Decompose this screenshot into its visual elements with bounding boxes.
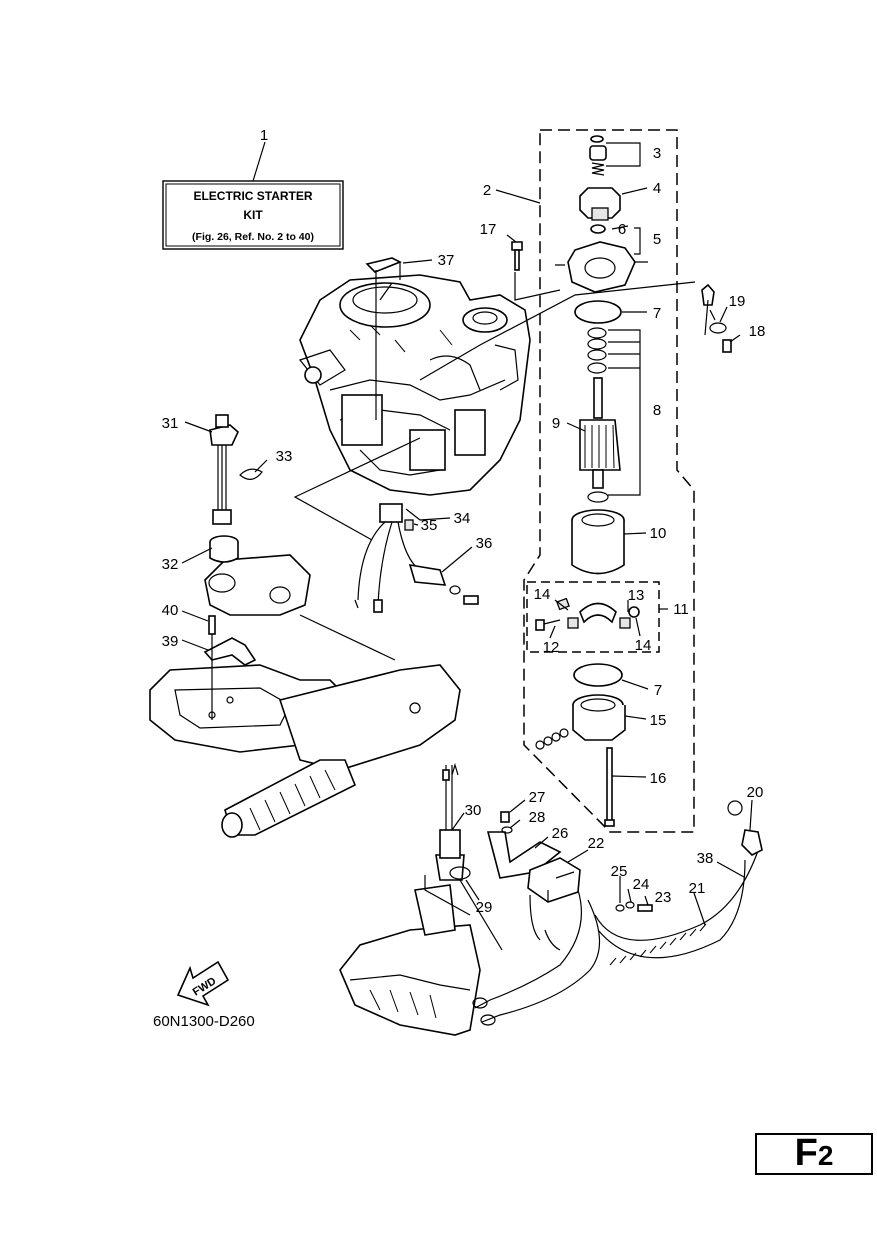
callout-8: 8 (653, 402, 661, 419)
callout-7-lower: 7 (654, 682, 662, 699)
engine-powerhead (298, 274, 531, 496)
midsection-housing (204, 554, 311, 616)
callout-6: 6 (618, 221, 626, 238)
callout-leaders (181, 141, 753, 926)
kit-title-line2: KIT (243, 208, 263, 222)
callout-40: 40 (162, 602, 179, 619)
kit-label-box: ELECTRIC STARTER KIT (Fig. 26, Ref. No. … (162, 180, 344, 250)
callout-30: 30 (465, 802, 482, 819)
callout-22: 22 (588, 835, 605, 852)
callout-20: 20 (747, 784, 764, 801)
callout-31: 31 (162, 415, 179, 432)
callout-9: 9 (552, 415, 560, 432)
callout-24: 24 (633, 876, 650, 893)
callout-1: 1 (260, 127, 268, 144)
callout-15: 15 (650, 712, 667, 729)
callout-32: 32 (162, 556, 179, 573)
kit-reference: (Fig. 26, Ref. No. 2 to 40) (192, 231, 314, 243)
callout-35: 35 (421, 517, 438, 534)
callout-numbers: 1 2 3 4 5 6 7 8 9 10 11 12 13 14 14 7 15… (162, 127, 766, 916)
callout-26: 26 (552, 825, 569, 842)
callout-12: 12 (543, 639, 560, 656)
callout-13: 13 (628, 587, 645, 604)
callout-4: 4 (653, 180, 661, 197)
callout-16: 16 (650, 770, 667, 787)
callout-27: 27 (529, 789, 546, 806)
callout-34: 34 (454, 510, 471, 527)
starter-assembly-boundary (523, 129, 695, 833)
callout-14-upper: 14 (534, 586, 551, 603)
callout-33: 33 (276, 448, 293, 465)
callout-37: 37 (438, 252, 455, 269)
callout-11: 11 (673, 601, 689, 618)
callout-2: 2 (483, 182, 491, 199)
callout-38: 38 (697, 850, 714, 867)
callout-3: 3 (653, 145, 661, 162)
callout-18: 18 (749, 323, 766, 340)
callout-23: 23 (655, 889, 672, 906)
brush-holder-boundary (526, 581, 660, 653)
callout-39: 39 (162, 633, 179, 650)
callout-21: 21 (689, 880, 706, 897)
wiring-and-small-parts (203, 257, 763, 1026)
callout-29: 29 (476, 899, 493, 916)
forward-direction-arrow: FWD (176, 960, 230, 1007)
callout-28: 28 (529, 809, 546, 826)
callout-19: 19 (729, 293, 746, 310)
page-code-letter: F (794, 1132, 818, 1174)
kit-title-line1: ELECTRIC STARTER (193, 189, 312, 203)
swivel-bracket-and-shaft (149, 614, 461, 838)
callout-36: 36 (476, 535, 493, 552)
callout-7-upper: 7 (653, 305, 661, 322)
callout-5: 5 (653, 231, 661, 248)
lower-cowling (339, 884, 481, 1036)
callout-14-lower: 14 (635, 637, 652, 654)
drawing-code: 60N1300-D260 (153, 1013, 255, 1030)
callout-25: 25 (611, 863, 628, 880)
callout-10: 10 (650, 525, 667, 542)
page-code-number: 2 (817, 1140, 834, 1171)
callout-17: 17 (480, 221, 497, 238)
starter-motor-parts (511, 135, 732, 827)
